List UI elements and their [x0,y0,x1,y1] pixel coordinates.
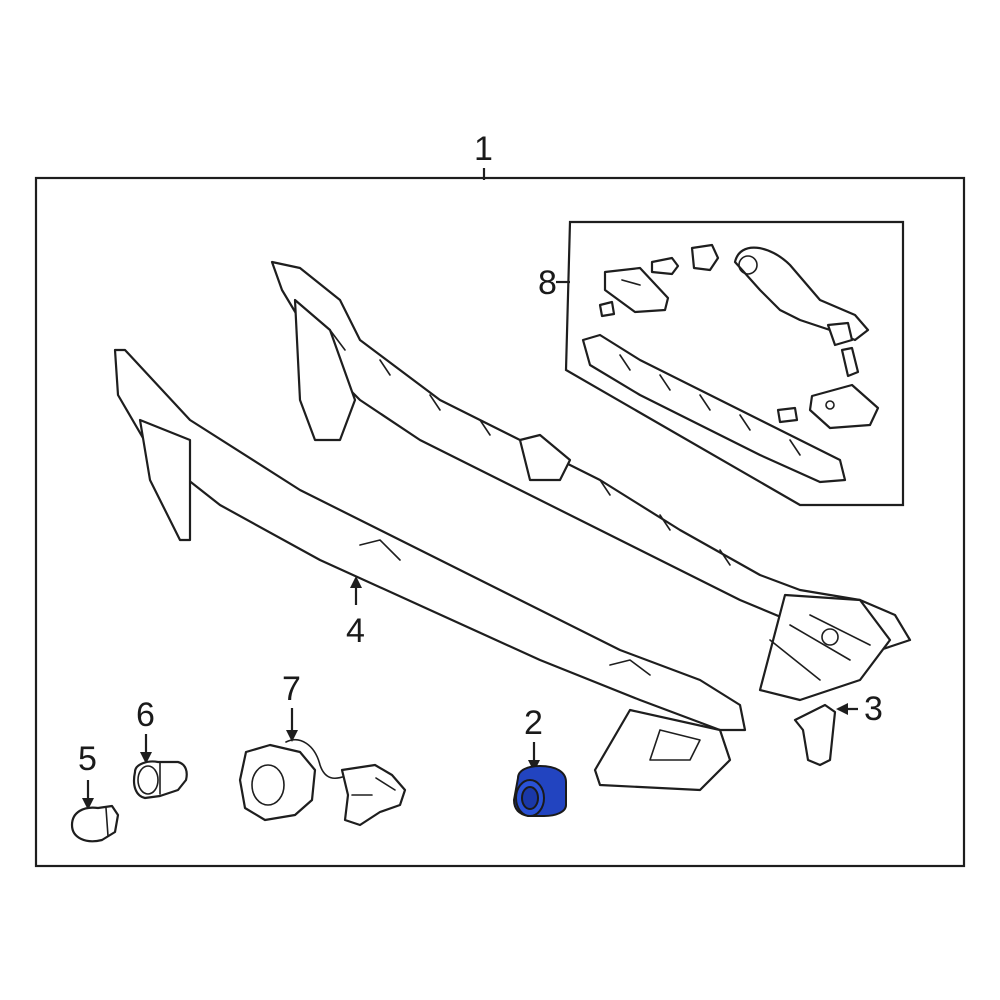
callout-5: 5 [78,740,97,778]
callout-4: 4 [346,612,365,650]
callout-7: 7 [282,670,301,708]
bumper-beam-upper [270,260,912,702]
part-2-sensor [512,742,567,817]
callout-8: 8 [538,264,557,302]
leader-4 [350,576,362,605]
assembly-frame [34,176,966,868]
callout-1: 1 [474,130,493,168]
bumper-reinforcement-part [113,348,747,792]
callout-6: 6 [136,696,155,734]
callout-3: 3 [864,690,883,728]
part-3-bracket [793,703,858,767]
group-8 [556,220,905,507]
part-5-bulb [70,780,120,843]
part-6-socket [132,734,188,800]
callout-2: 2 [524,704,543,742]
part-7-harness [238,708,407,827]
